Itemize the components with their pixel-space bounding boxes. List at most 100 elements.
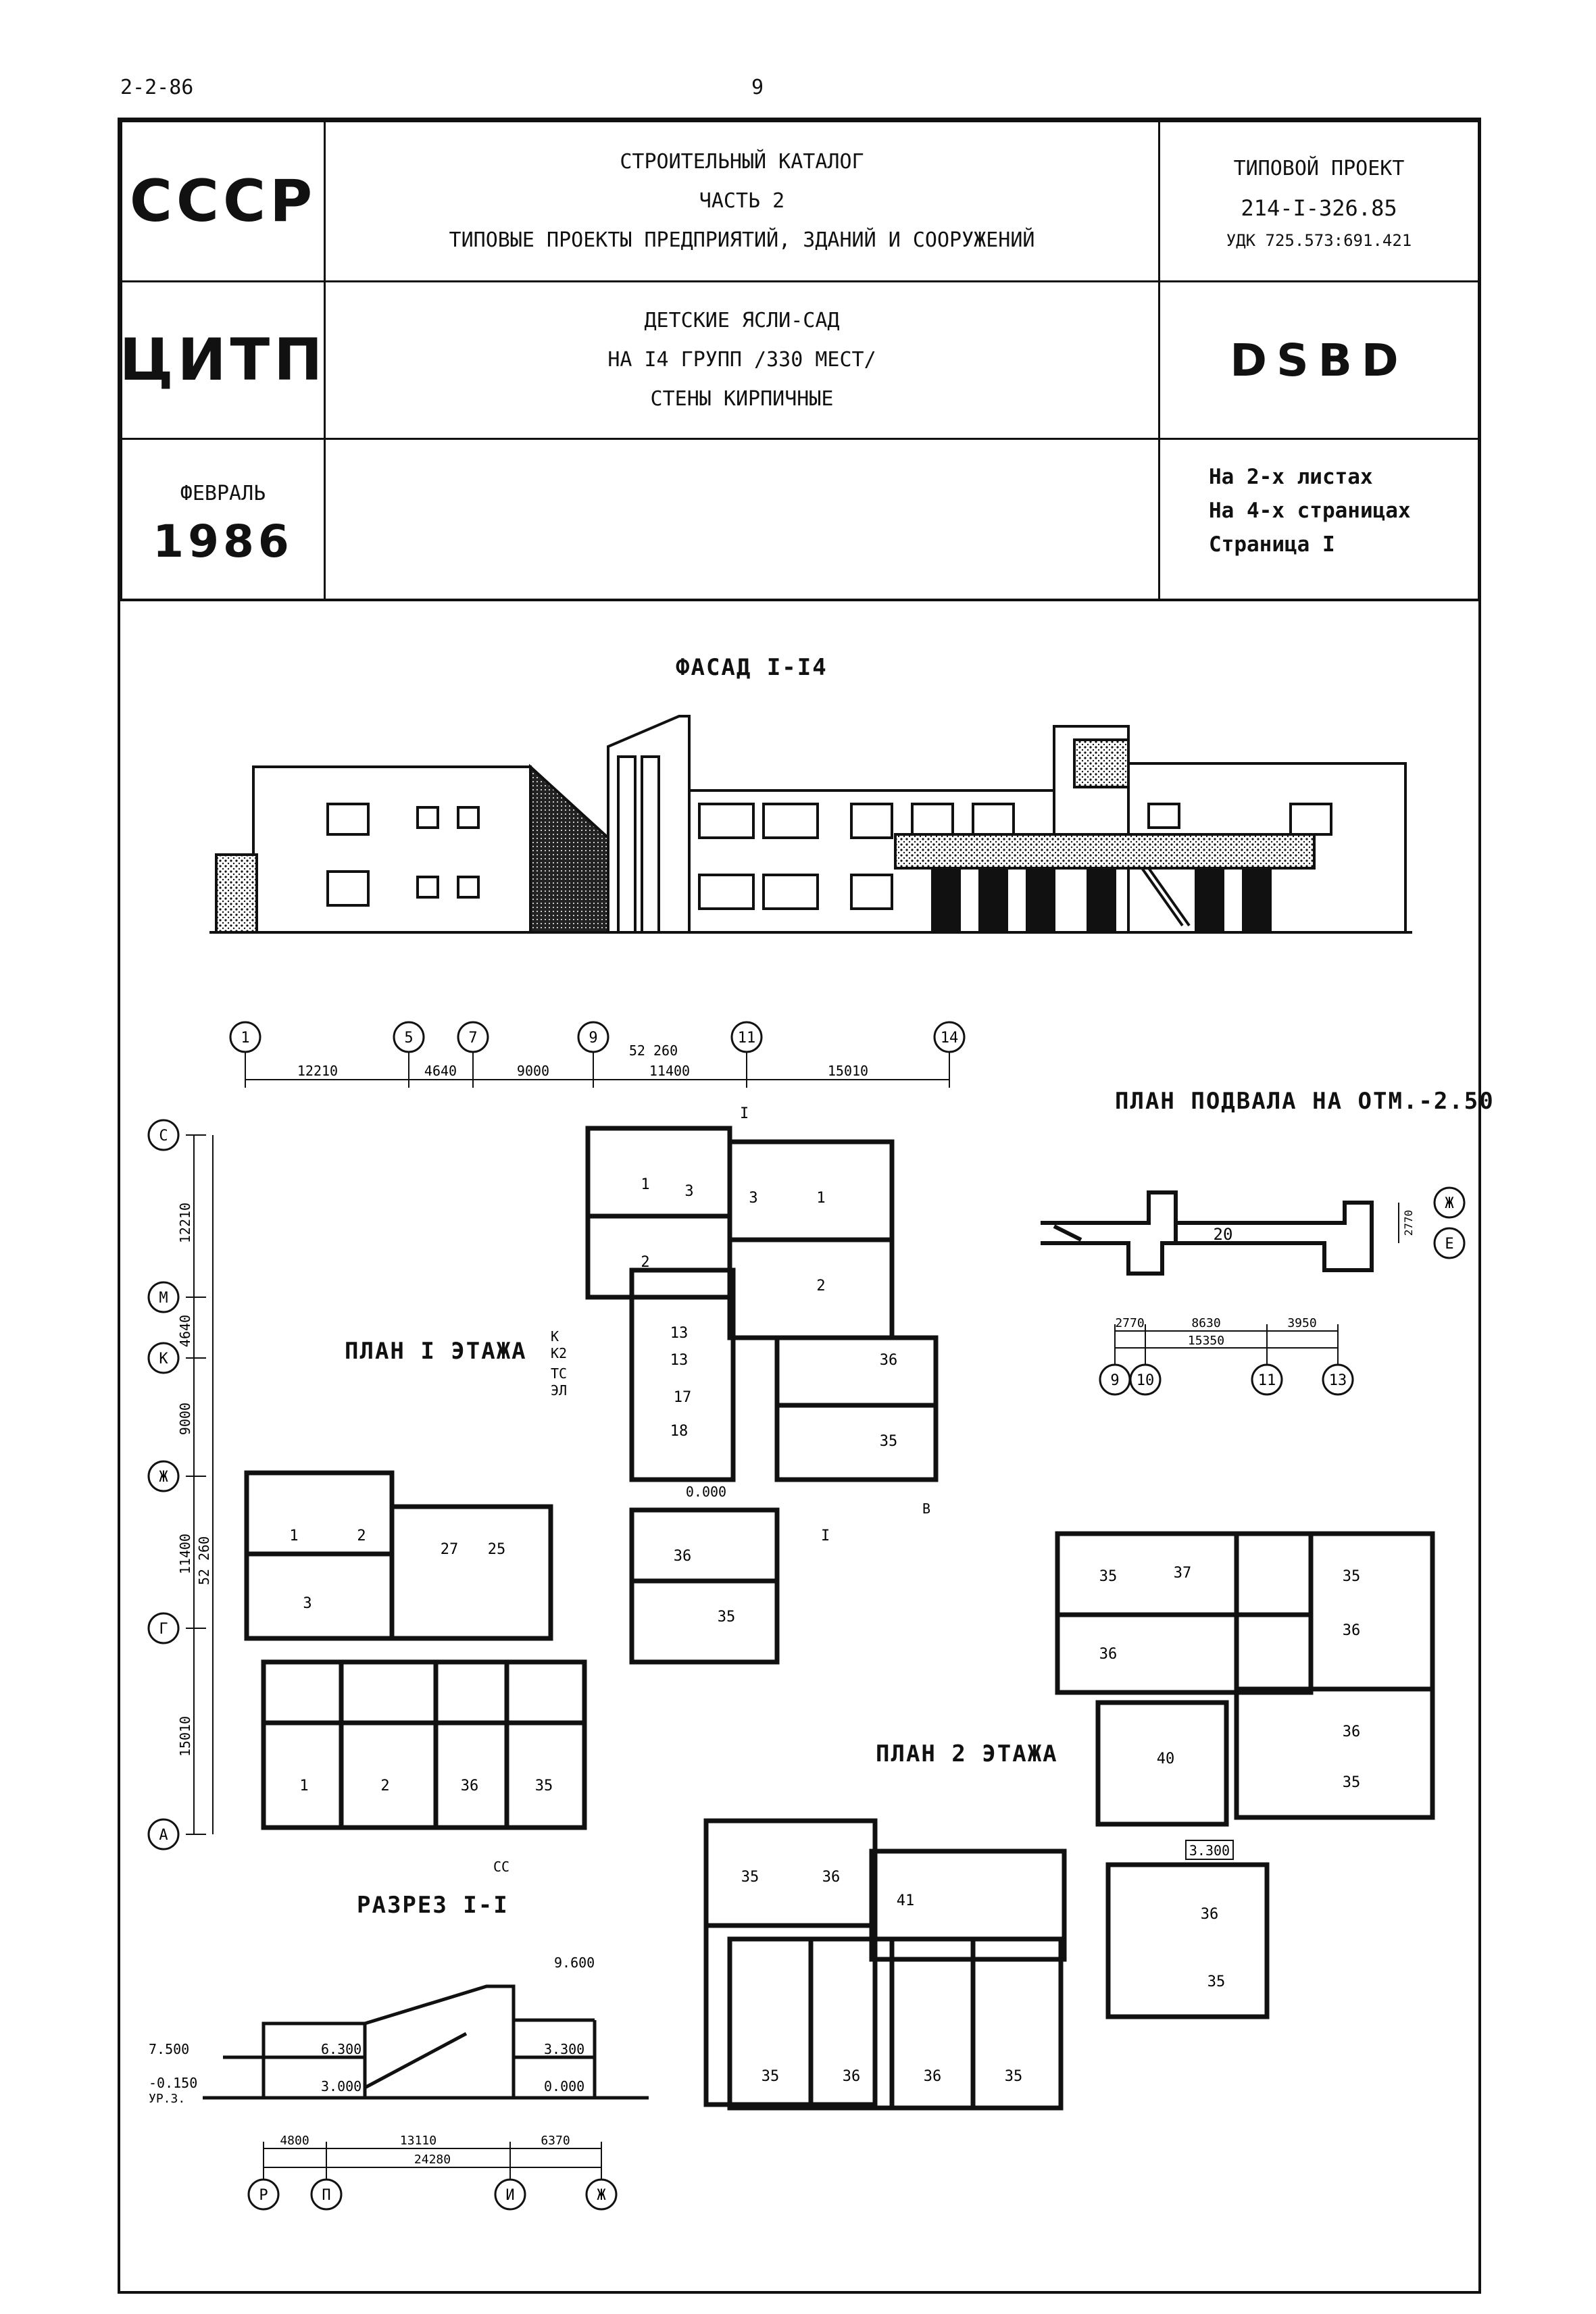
- org-ussr: СССР: [129, 168, 317, 235]
- project-number: 214-I-326.85: [1241, 195, 1397, 221]
- dimension: 9000: [517, 1063, 549, 1079]
- dimension: 6370: [541, 2134, 570, 2148]
- axis-label: И: [505, 2187, 514, 2204]
- org-citp: ЦИТП: [119, 326, 327, 394]
- axis-label: 14: [941, 1030, 959, 1047]
- dimension: 4800: [280, 2134, 309, 2148]
- axis-label: 7: [468, 1030, 477, 1047]
- level-mark: 9.600: [554, 1955, 595, 1971]
- date-cell: ФЕВРАЛЬ 1986: [120, 438, 326, 601]
- svg-text:17: 17: [674, 1389, 692, 1406]
- org-citp-cell: ЦИТП: [120, 280, 326, 440]
- level-mark: 3.300: [544, 2041, 584, 2057]
- dimension: 4640: [424, 1063, 457, 1079]
- axis-label: С: [159, 1128, 168, 1145]
- year: 1986: [153, 515, 293, 568]
- room-number: 20: [1214, 1225, 1233, 1244]
- svg-text:2: 2: [357, 1528, 366, 1544]
- axis-label: Ж: [159, 1469, 168, 1486]
- axis-label: 9: [1110, 1372, 1119, 1389]
- svg-text:36: 36: [1343, 1622, 1361, 1639]
- object-walls: СТЕНЫ КИРПИЧНЫЕ: [650, 387, 834, 411]
- empty-cell: [324, 438, 1160, 601]
- svg-text:40: 40: [1157, 1751, 1175, 1767]
- axis-label: 1: [241, 1030, 249, 1047]
- svg-text:18: 18: [670, 1423, 689, 1440]
- plan1-walls: [244, 1126, 939, 1830]
- axis-label: А: [159, 1827, 168, 1844]
- utility-mark: В: [922, 1501, 930, 1517]
- floor-level-mark: 0.000: [686, 1484, 726, 1500]
- svg-text:3: 3: [303, 1595, 311, 1612]
- svg-text:36: 36: [822, 1869, 841, 1886]
- dimension: 8630: [1191, 1316, 1220, 1330]
- section-mark: I: [821, 1528, 830, 1544]
- project-cell: ТИПОВОЙ ПРОЕКТ 214-I-326.85 УДК 725.573:…: [1158, 120, 1480, 282]
- svg-text:35: 35: [718, 1609, 736, 1626]
- axis-label: 10: [1137, 1372, 1155, 1389]
- total-dimension: 52 260: [629, 1042, 678, 1059]
- axis-label: 11: [1258, 1372, 1276, 1389]
- svg-text:1: 1: [641, 1176, 649, 1193]
- svg-text:35: 35: [1343, 1774, 1361, 1791]
- svg-text:25: 25: [488, 1541, 506, 1558]
- dimension: 2770: [1402, 1210, 1415, 1236]
- sheets-count: На 2-х листах: [1209, 465, 1373, 489]
- catalog-title: СТРОИТЕЛЬНЫЙ КАТАЛОГ: [620, 150, 864, 174]
- level-mark: 3.000: [321, 2078, 361, 2094]
- sheets-cell: На 2-х листах На 4-х страницах Страница …: [1158, 438, 1480, 601]
- basement-drawing: 20 2770 8630 3950 15350 9 10 11 13 Ж Е 2…: [1041, 1186, 1466, 1396]
- page-number: 9: [751, 76, 764, 99]
- section-title: РАЗРЕЗ I-I: [357, 1892, 509, 1919]
- axis-label: 5: [404, 1030, 413, 1047]
- catalog-subtitle: ТИПОВЫЕ ПРОЕКТЫ ПРЕДПРИЯТИЙ, ЗДАНИЙ И СО…: [449, 228, 1035, 252]
- svg-text:35: 35: [762, 2068, 780, 2085]
- svg-text:37: 37: [1174, 1565, 1192, 1582]
- svg-text:36: 36: [1343, 1724, 1361, 1740]
- axis-label: 11: [738, 1030, 756, 1047]
- plan1-drawing: 1 5 7 9 11 14 52 260 12210 4640 9000 114…: [147, 1021, 966, 1875]
- object-capacity: НА I4 ГРУПП /330 МЕСТ/: [607, 348, 876, 372]
- svg-text:1: 1: [289, 1528, 298, 1544]
- axis-label: 13: [1329, 1372, 1347, 1389]
- svg-text:41: 41: [897, 1892, 915, 1909]
- total-dimension: 24280: [414, 2153, 451, 2167]
- month: ФЕВРАЛЬ: [180, 481, 266, 505]
- svg-text:35: 35: [1343, 1568, 1361, 1585]
- svg-text:2: 2: [380, 1778, 389, 1794]
- svg-text:36: 36: [1201, 1906, 1219, 1923]
- axis-label: Р: [259, 2187, 268, 2204]
- facade-title: ФАСАД I-I4: [676, 654, 828, 681]
- pages-count: На 4-х страницах: [1209, 499, 1411, 523]
- svg-text:36: 36: [880, 1352, 898, 1369]
- total-dimension: 52 260: [196, 1536, 212, 1585]
- section-drawing: 9.600 7.500 6.300 3.300 3.000 0.000 -0.1…: [149, 1955, 649, 2211]
- svg-text:35: 35: [535, 1778, 553, 1794]
- catalog-part: ЧАСТЬ 2: [699, 189, 785, 213]
- svg-text:36: 36: [1099, 1646, 1118, 1663]
- svg-text:35: 35: [1207, 1973, 1226, 1990]
- svg-text:13: 13: [670, 1325, 689, 1342]
- dimension: 9000: [177, 1403, 193, 1435]
- dimension: 11400: [649, 1063, 690, 1079]
- svg-text:35: 35: [1005, 2068, 1023, 2085]
- axis-label: К: [159, 1351, 168, 1367]
- plan1-left-axes: С М К Ж Г А: [147, 1119, 180, 1851]
- utility-mark: ТС: [551, 1365, 567, 1382]
- svg-text:1: 1: [816, 1190, 825, 1207]
- basement-title: ПЛАН ПОДВАЛА НА ОТМ.-2.50: [1115, 1088, 1495, 1115]
- dimension: 3950: [1287, 1316, 1316, 1330]
- document-code: 2-2-86: [120, 76, 194, 99]
- axis-label: П: [322, 2187, 330, 2204]
- plan2-walls: [703, 1531, 1435, 2111]
- svg-text:36: 36: [674, 1548, 692, 1565]
- project-label: ТИПОВОЙ ПРОЕКТ: [1233, 157, 1405, 180]
- floor-level-mark: 3.300: [1189, 1842, 1230, 1859]
- svg-text:35: 35: [1099, 1568, 1118, 1585]
- svg-text:27: 27: [441, 1541, 459, 1558]
- utility-mark: ЭЛ: [551, 1382, 567, 1399]
- section-mark: I: [740, 1105, 749, 1122]
